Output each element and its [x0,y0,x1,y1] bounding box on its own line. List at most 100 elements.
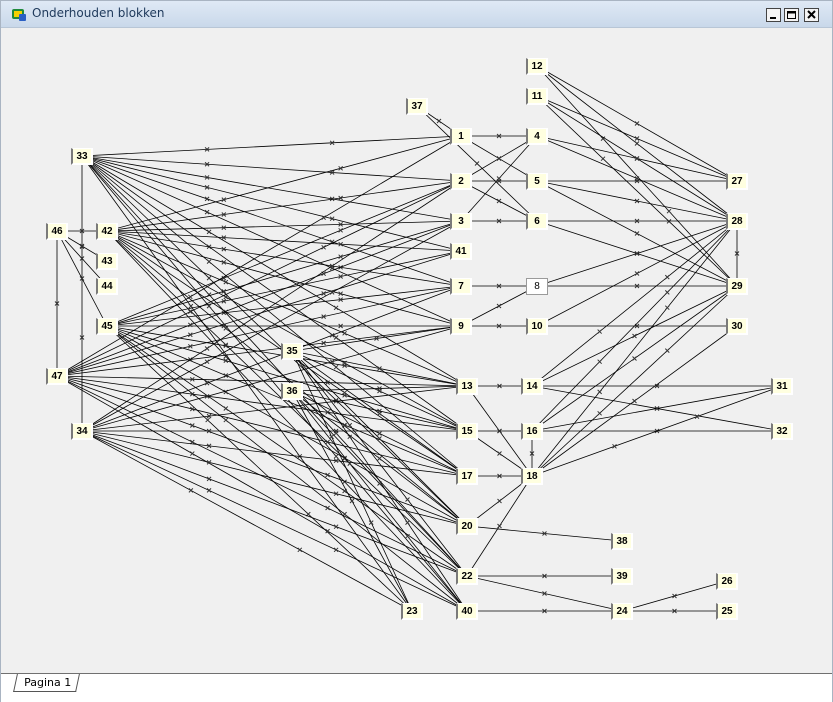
connector-marker [496,303,502,309]
edge-18-29 [531,285,738,477]
connector-marker [436,118,442,124]
edge-35-13 [291,350,468,387]
edge-12-29 [536,65,738,287]
block-node-12[interactable]: 12 [526,58,548,75]
connector-marker [329,263,335,269]
connector-marker [338,222,343,227]
block-node-28[interactable]: 28 [726,213,748,230]
block-node-9[interactable]: 9 [450,318,472,335]
block-node-43[interactable]: 43 [96,253,118,270]
block-node-26[interactable]: 26 [716,573,738,590]
connector-marker [204,346,210,351]
block-node-36[interactable]: 36 [281,383,303,400]
block-node-10[interactable]: 10 [526,318,548,335]
block-node-15[interactable]: 15 [456,423,478,440]
edge-47-2 [56,180,462,377]
block-node-42[interactable]: 42 [96,223,118,240]
edge-5-29 [536,180,738,287]
edge-18-30 [531,325,738,477]
block-node-37[interactable]: 37 [406,98,428,115]
connector-marker [325,528,330,534]
edge-45-15 [106,325,468,432]
block-node-3[interactable]: 3 [450,213,472,230]
edge-24-25 [622,608,727,614]
block-node-14[interactable]: 14 [521,378,543,395]
connector-marker [497,523,502,529]
block-node-31[interactable]: 31 [771,378,793,395]
edge-18-31 [531,385,783,477]
block-node-33[interactable]: 33 [71,148,93,165]
connector-marker [79,243,85,249]
block-node-45[interactable]: 45 [96,318,118,335]
connector-marker [333,428,339,434]
block-node-32[interactable]: 32 [771,423,793,440]
block-node-18[interactable]: 18 [521,468,543,485]
edge-33-1 [81,135,462,157]
block-node-1[interactable]: 1 [450,128,472,145]
connector-marker [497,428,502,434]
block-node-38[interactable]: 38 [611,533,633,550]
block-node-8[interactable]: 8 [526,278,548,295]
connector-marker [634,283,640,289]
edge-10-28 [536,220,738,327]
block-node-7[interactable]: 7 [450,278,472,295]
block-node-5[interactable]: 5 [526,173,548,190]
connector-marker [221,275,227,281]
connector-marker [221,259,227,265]
minimize-button[interactable] [766,8,781,22]
block-node-27[interactable]: 27 [726,173,748,190]
block-node-41[interactable]: 41 [450,243,472,260]
connector-marker [187,343,193,349]
block-node-30[interactable]: 30 [726,318,748,335]
block-node-24[interactable]: 24 [611,603,633,620]
tab-pagina-1[interactable]: Pagina 1 [13,674,81,692]
maximize-button[interactable] [784,8,799,22]
edge-42-9 [106,230,462,327]
close-button[interactable] [804,8,819,22]
block-node-35[interactable]: 35 [281,343,303,360]
block-node-44[interactable]: 44 [96,278,118,295]
block-node-46[interactable]: 46 [46,223,68,240]
connector-marker [654,383,660,389]
edge-36-20 [291,390,468,527]
block-node-20[interactable]: 20 [456,518,478,535]
edge-8-28 [536,220,738,287]
connector-marker [374,336,379,341]
edge-12-27 [536,65,738,182]
edge-45-2 [106,180,462,327]
edge-33-9 [81,155,462,327]
block-node-34[interactable]: 34 [71,423,93,440]
edge-33-2 [81,155,462,182]
edge-42-1 [106,135,462,232]
edge-5-27 [537,178,737,184]
block-node-25[interactable]: 25 [716,603,738,620]
block-node-17[interactable]: 17 [456,468,478,485]
block-node-2[interactable]: 2 [450,173,472,190]
block-node-47[interactable]: 47 [46,368,68,385]
block-node-6[interactable]: 6 [526,213,548,230]
block-node-39[interactable]: 39 [611,568,633,585]
block-node-40[interactable]: 40 [456,603,478,620]
edge-4-28 [536,135,738,222]
edge-35-22 [291,350,468,577]
block-node-16[interactable]: 16 [521,423,543,440]
connector-marker [496,176,502,181]
connector-marker [338,165,343,171]
connector-marker [632,398,637,404]
edge-47-22 [56,375,468,577]
block-node-22[interactable]: 22 [456,568,478,585]
connector-marker [329,332,335,338]
edge-16-29 [531,285,738,432]
block-node-23[interactable]: 23 [401,603,423,620]
block-node-11[interactable]: 11 [526,88,548,105]
connector-marker [632,333,637,339]
connector-marker [405,533,410,539]
block-node-13[interactable]: 13 [456,378,478,395]
block-node-29[interactable]: 29 [726,278,748,295]
block-node-4[interactable]: 4 [526,128,548,145]
connector-marker [496,133,502,139]
edge-40-24 [467,608,622,614]
connector-marker [542,608,547,614]
connector-marker [325,439,330,445]
